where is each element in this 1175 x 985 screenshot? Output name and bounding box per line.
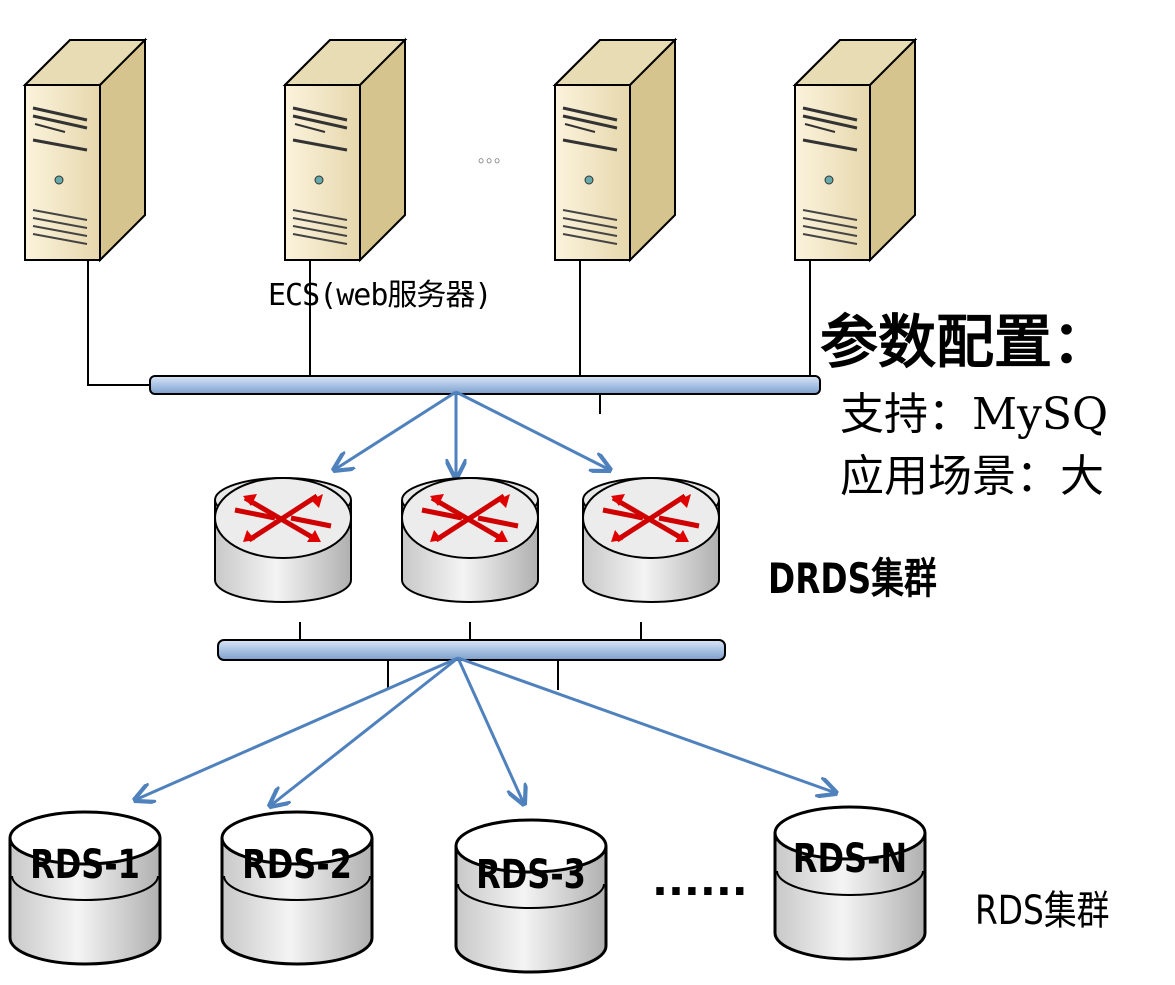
ecs-server-4 xyxy=(793,38,917,262)
drds-network-bus xyxy=(217,639,726,661)
ecs-network-bus xyxy=(149,375,821,395)
drds-node-2 xyxy=(402,478,538,602)
rds-node-n-label: RDS-N xyxy=(793,834,907,881)
drds-connectors xyxy=(299,622,642,690)
param-config-title: 参数配置： xyxy=(820,308,1111,376)
rds-node-2-label: RDS-2 xyxy=(242,840,352,887)
ecs-server-3 xyxy=(553,38,677,262)
scenario-text: 应用场景：大 xyxy=(840,451,1104,502)
ecs-ellipsis: 。。。 xyxy=(478,147,510,166)
rds-node-2 xyxy=(220,810,374,966)
rds-ellipsis: ...... xyxy=(652,856,748,905)
drds-node-1 xyxy=(215,478,351,602)
ecs-label: ECS(web服务器) xyxy=(268,278,492,313)
rds-cluster-label: RDS集群 xyxy=(975,888,1110,934)
rds-node-1 xyxy=(8,810,162,966)
ecs-server-2 xyxy=(283,38,407,262)
drds-cluster-label: DRDS集群 xyxy=(768,554,937,603)
ecs-server-1 xyxy=(23,38,147,262)
rds-node-3-label: RDS-3 xyxy=(476,850,586,897)
rds-node-n xyxy=(773,805,927,961)
bus-to-rds-arrows xyxy=(135,656,836,806)
bus-to-drds-arrows xyxy=(334,390,610,478)
support-text: 支持：MySQ xyxy=(840,389,1109,440)
rds-node-1-label: RDS-1 xyxy=(30,840,140,887)
ecs-connectors xyxy=(87,260,811,414)
drds-node-3 xyxy=(583,478,719,602)
